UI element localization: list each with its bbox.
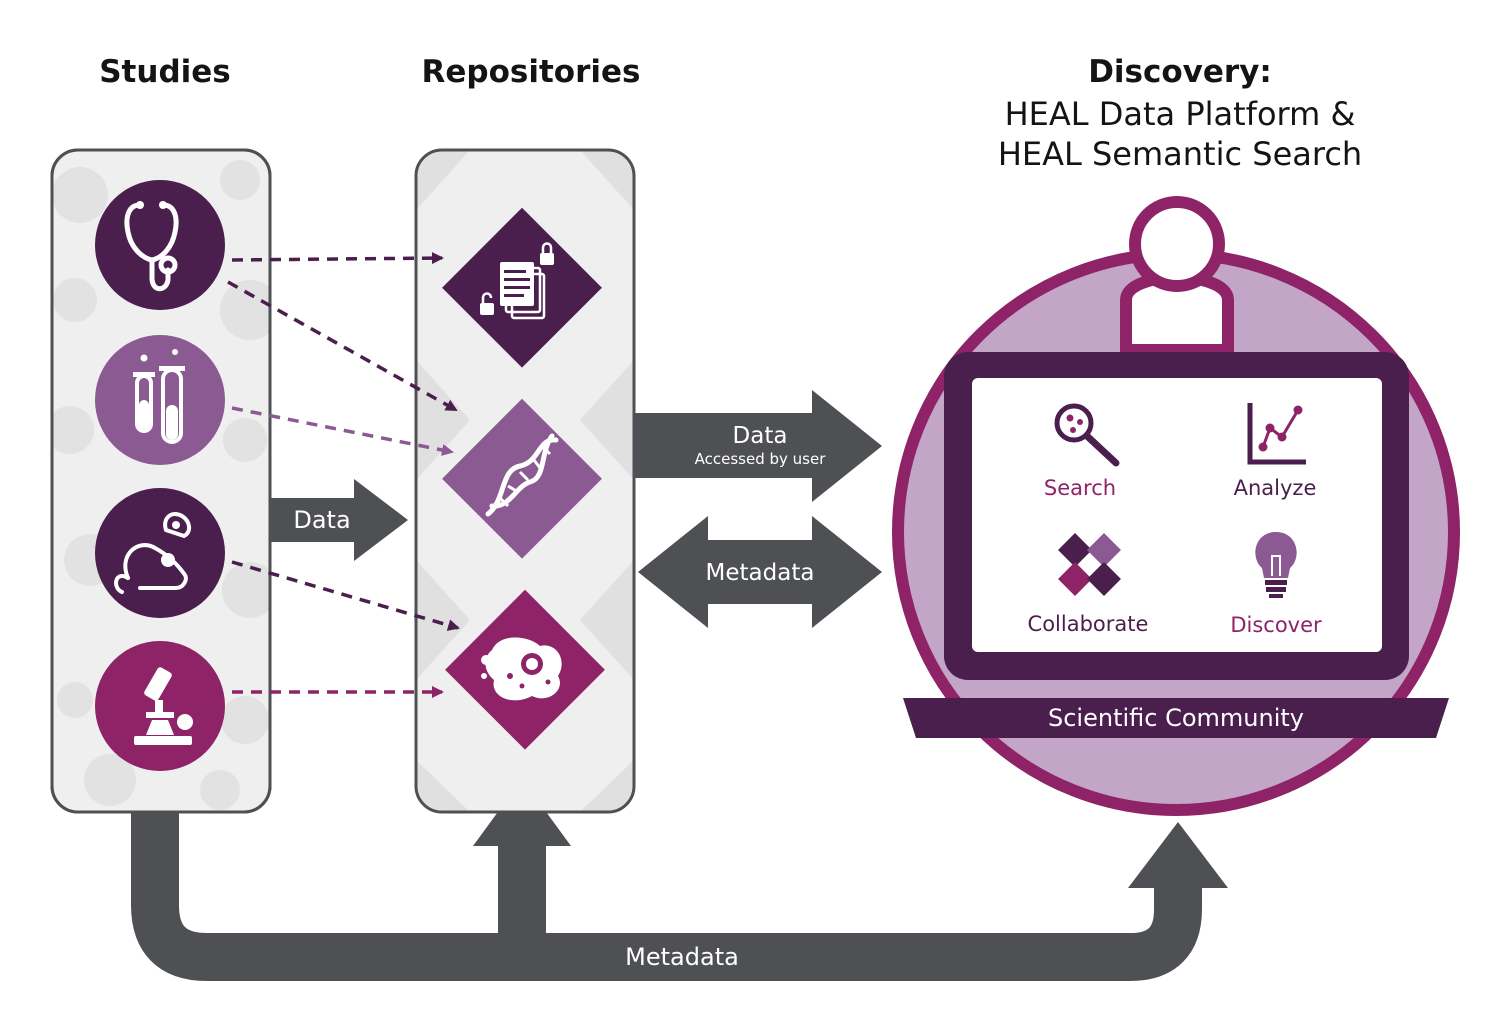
repos-data-label: Data (733, 423, 788, 449)
studies-data-label: Data (293, 506, 350, 534)
scientific-community-label: Scientific Community (1048, 704, 1304, 732)
search-icon (1054, 403, 1120, 467)
diagram-labels: Data Data Accessed by user Metadata Meta… (293, 423, 1322, 971)
laptop-base (903, 698, 1449, 738)
metadata-double-arrow (638, 516, 882, 628)
discovery-subheading-line2: HEAL Semantic Search (997, 135, 1363, 173)
locked-documents-icon (442, 207, 602, 368)
studies-to-repositories-data-arrow (270, 479, 408, 561)
bottom-metadata-label: Metadata (625, 943, 739, 971)
studies-panel-pattern (52, 160, 270, 810)
stethoscope-icon (95, 180, 225, 310)
test-tubes-icon (95, 335, 225, 465)
lightbulb-icon (1255, 532, 1297, 598)
dna-icon (442, 398, 602, 559)
collaborate-label: Collaborate (1028, 612, 1149, 636)
repositories-to-discovery-data-arrow (634, 390, 882, 502)
connector-stethoscope-dna (227, 280, 458, 412)
microscope-icon (95, 641, 225, 771)
bottom-metadata-flow (131, 779, 1228, 981)
discovery-subheading-line1: HEAL Data Platform & (1004, 95, 1356, 133)
studies-panel (50, 148, 272, 814)
connector-stethoscope-docs (231, 252, 444, 265)
analyze-label: Analyze (1234, 476, 1317, 500)
mice-icon (95, 488, 225, 618)
metadata-exchange-label: Metadata (706, 560, 815, 586)
bottom-metadata-pipe (131, 812, 1202, 981)
repos-data-sub-label: Accessed by user (695, 450, 827, 468)
repositories-heading: Repositories (421, 54, 641, 90)
search-label: Search (1044, 476, 1116, 500)
analyze-icon (1247, 403, 1306, 465)
discover-label: Discover (1230, 613, 1322, 637)
connector-mice-cell (231, 560, 460, 631)
discovery-heading: Discovery: (1088, 54, 1272, 90)
studies-heading: Studies (99, 54, 231, 90)
repositories-panel-pattern (416, 150, 634, 812)
study-repository-connectors (227, 252, 460, 698)
puzzle-icon (1058, 533, 1121, 596)
laptop-screen (972, 378, 1382, 652)
discovery-up-arrowhead (1128, 822, 1228, 888)
